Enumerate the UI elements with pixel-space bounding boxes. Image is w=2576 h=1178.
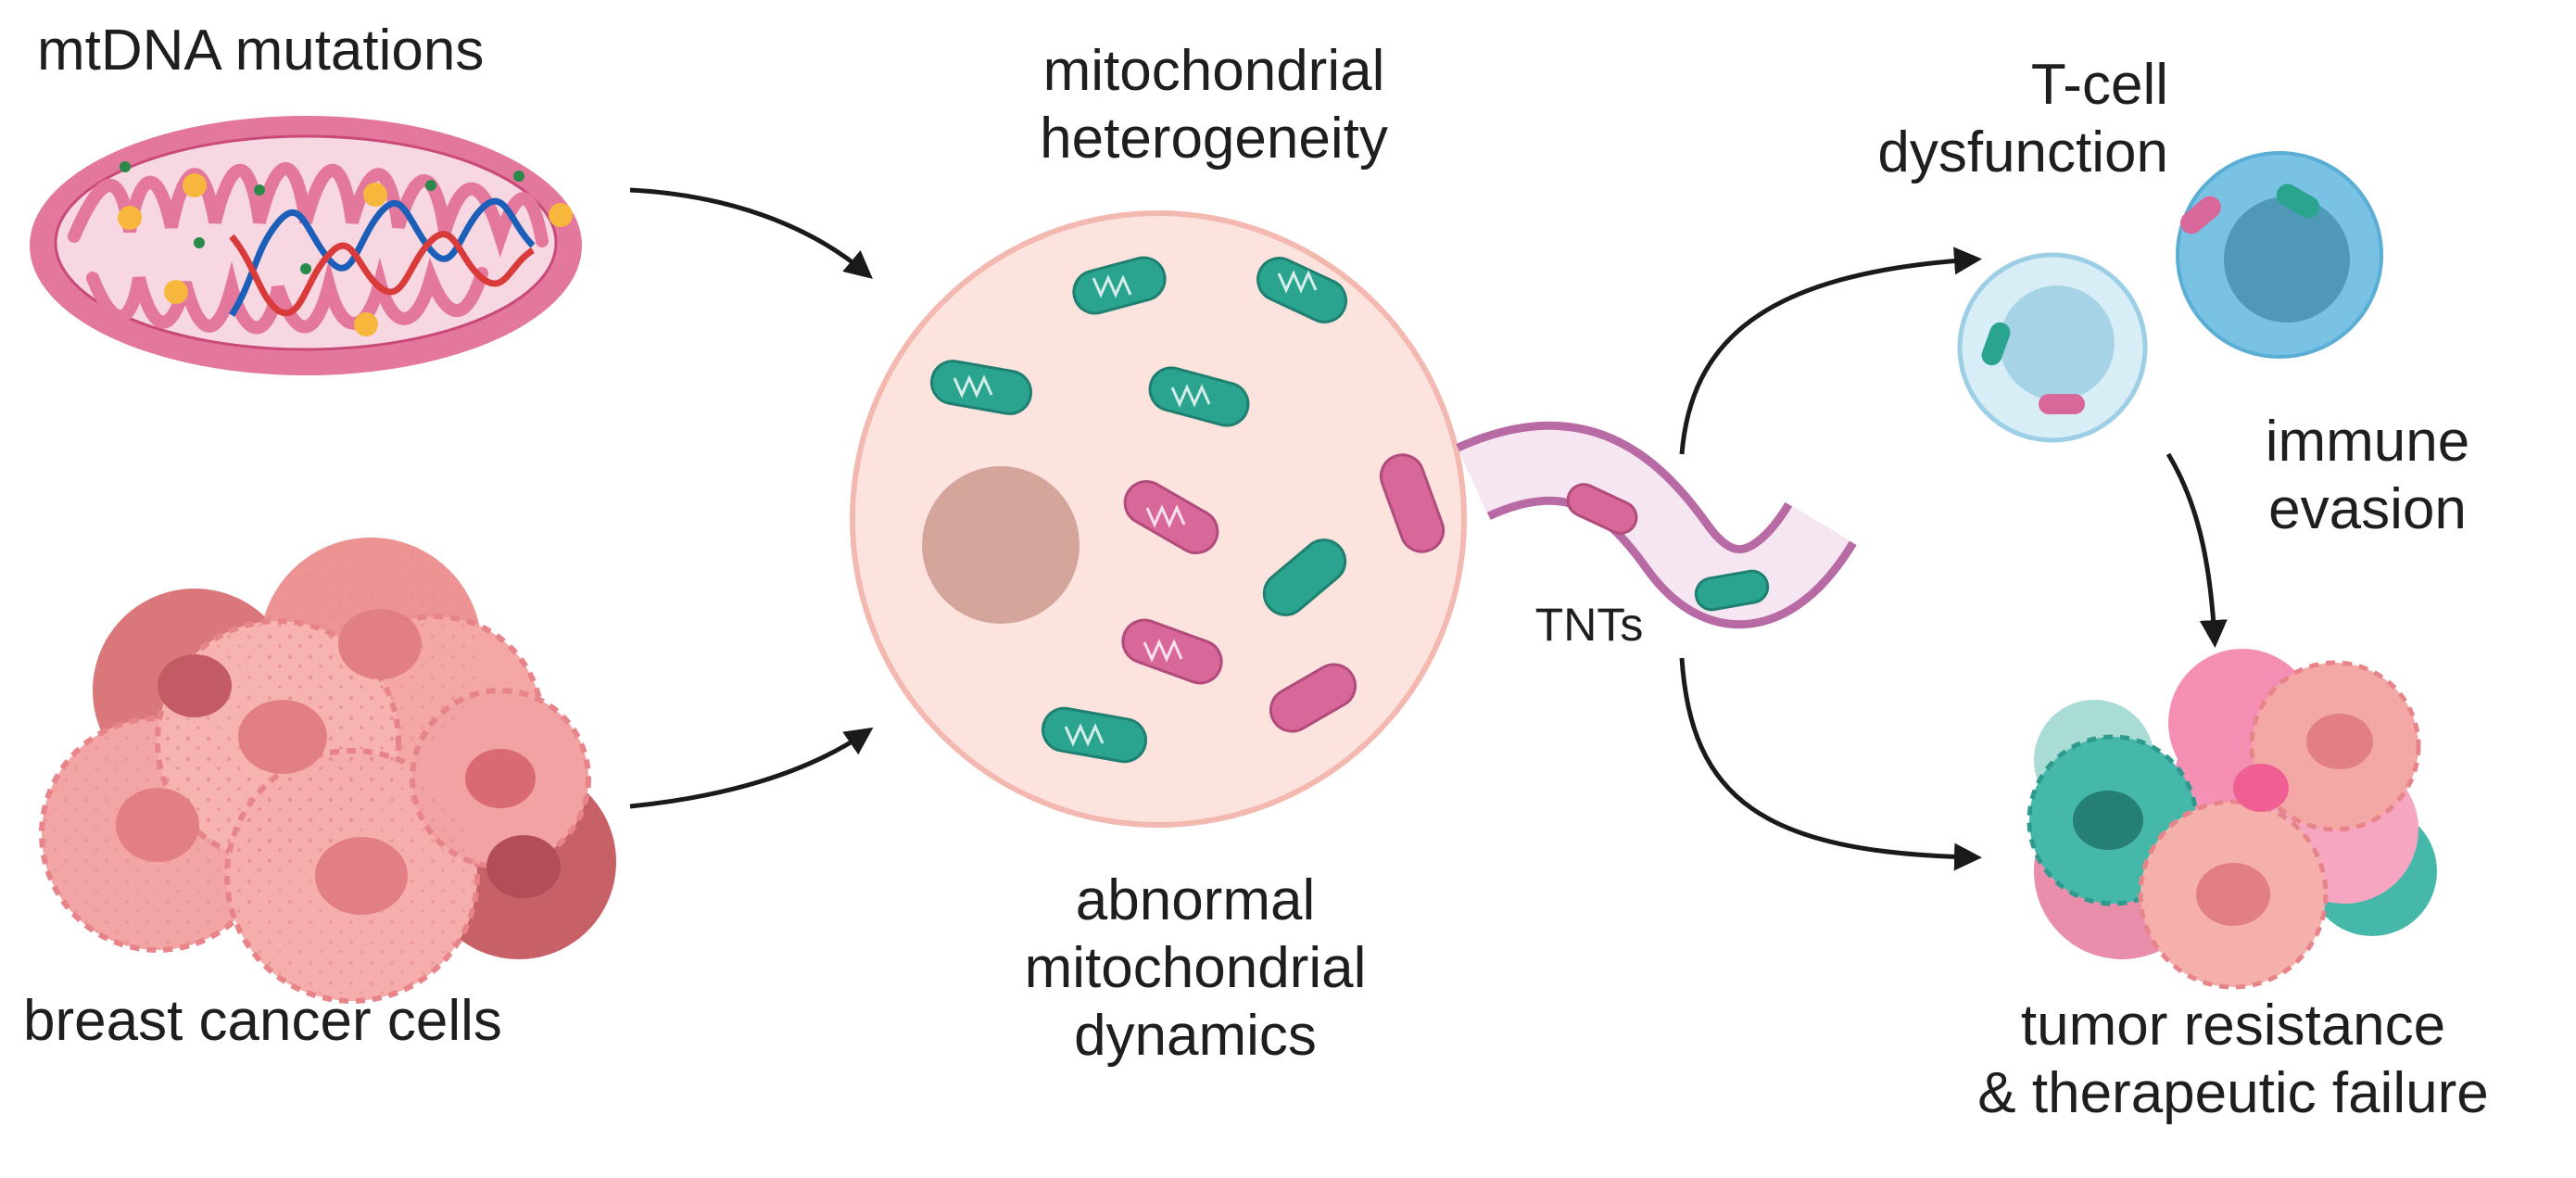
label-immune-line1: immune — [2265, 410, 2470, 474]
nucleus-icon — [922, 466, 1080, 624]
label-tnts-text: TNTs — [1534, 599, 1644, 651]
label-dynamics-line1: abnormal — [1075, 868, 1316, 932]
label-dynamics-line3: dynamics — [1074, 1004, 1317, 1069]
dna-helix-icon — [229, 197, 536, 317]
arrow-to-tcell — [1679, 247, 1982, 455]
label-t-cell-dysfunction: T-cell dysfunction — [1761, 51, 2168, 186]
label-breast-text: breast cancer cells — [23, 989, 502, 1053]
arrows — [629, 187, 2228, 871]
label-mtdna-text: mtDNA mutations — [37, 19, 485, 82]
label-tumor-resistance: tumor resistance & therapeutic failure — [1909, 992, 2557, 1127]
label-abnormal-mitochondrial-dynamics: abnormal mitochondrial dynamics — [936, 867, 1455, 1070]
teal-mitochondria-icons — [929, 256, 1347, 764]
label-immune-line2: evasion — [2268, 477, 2467, 542]
arrow-mtdna-to-cell — [629, 187, 873, 279]
arrow-tcell-to-tumor — [2166, 452, 2228, 648]
t-cells-icon — [1957, 151, 2383, 443]
arrow-cancer-to-cell — [629, 727, 874, 809]
label-mitochondrial-heterogeneity: mitochondrial heterogeneity — [954, 37, 1473, 172]
label-tumor-line2: & therapeutic failure — [1977, 1061, 2489, 1126]
label-dynamics-line2: mitochondrial — [1024, 936, 1367, 1001]
tunneling-nanotube-icon — [1456, 421, 1857, 629]
label-heterogeneity-line2: heterogeneity — [1040, 107, 1388, 171]
label-tcell-line1: T-cell — [2030, 53, 2168, 117]
central-cell-icon — [850, 210, 1467, 828]
label-breast-cancer-cells: breast cancer cells — [23, 987, 635, 1055]
label-tumor-line1: tumor resistance — [2020, 994, 2446, 1058]
mitochondrion-mtdna-icon — [30, 116, 582, 375]
label-mtdna-mutations: mtDNA mutations — [37, 17, 593, 84]
label-immune-evasion: immune evasion — [2215, 408, 2520, 543]
label-heterogeneity-line1: mitochondrial — [1042, 39, 1385, 103]
arrow-to-tumor — [1679, 657, 1982, 871]
breast-cancer-cells-icon — [39, 538, 616, 1004]
label-tcell-line2: dysfunction — [1877, 120, 2168, 185]
tumor-cluster-icon — [2027, 649, 2437, 990]
label-tnts: TNTs — [1510, 598, 1668, 652]
